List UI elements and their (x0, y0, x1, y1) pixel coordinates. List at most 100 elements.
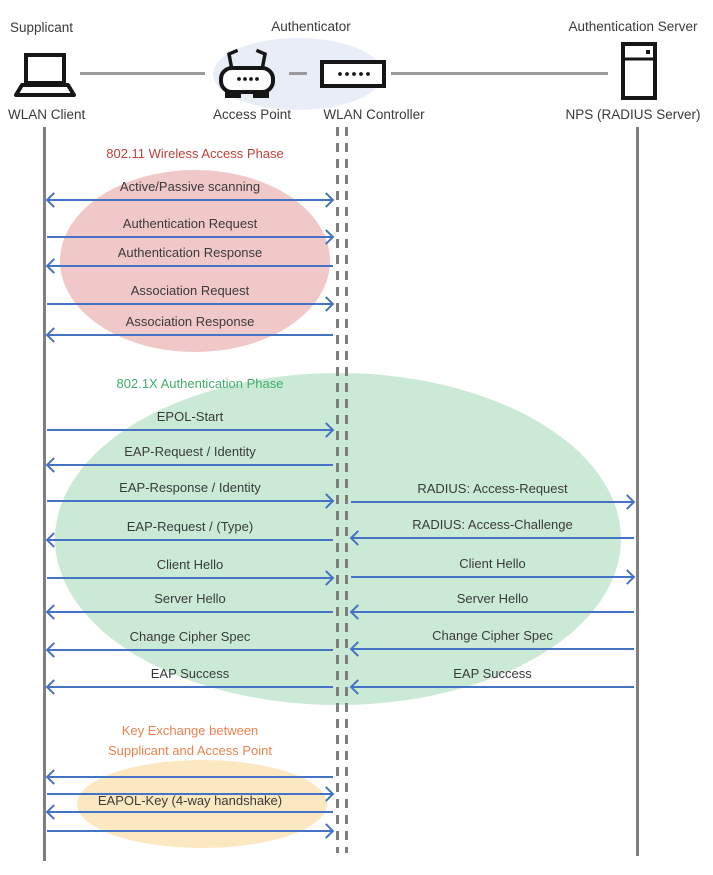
message-label: Authentication Response (117, 245, 263, 260)
lifeline-nps-server (636, 127, 639, 856)
message-label: Server Hello (154, 591, 226, 606)
arrow-shaft (47, 265, 333, 267)
server-icon (621, 42, 657, 100)
message-label: EAP-Request / Identity (124, 444, 256, 459)
arrow-shaft (47, 539, 333, 541)
arrowhead-left-icon (45, 604, 62, 620)
arrow-shaft (47, 611, 333, 613)
message-label: Active/Passive scanning (119, 179, 261, 194)
device-nps-radius-server: NPS (RADIUS Server) (565, 107, 701, 122)
lifeline-wlan-controller-left (336, 127, 339, 853)
phase2-title: 802.1X Authentication Phase (116, 376, 284, 391)
message-arrow: Server Hello (349, 591, 635, 620)
arrow-shaft (351, 576, 634, 578)
arrow-shaft (47, 830, 333, 832)
connector-ap-controller (289, 72, 307, 75)
arrowhead-left-icon (45, 642, 62, 658)
phase3-title-line1: Key Exchange between (121, 723, 259, 738)
arrowhead-right-icon (619, 494, 636, 510)
arrowhead-right-icon (318, 823, 335, 839)
message-arrow: RADIUS: Access-Challenge (349, 517, 635, 546)
message-label: EAP-Request / (Type) (126, 519, 254, 534)
arrow-shaft (47, 793, 333, 795)
message-arrow: Change Cipher Spec (349, 628, 635, 657)
message-arrow: EAPOL-Key (4-way handshake) (45, 793, 334, 820)
message-arrow: Authentication Response (45, 245, 334, 274)
message-arrow (45, 769, 334, 785)
arrow-shaft (47, 811, 333, 813)
arrow-shaft (47, 776, 333, 778)
laptop-icon (14, 53, 76, 97)
message-arrow: RADIUS: Access-Request (350, 481, 636, 510)
lifeline-wlan-controller-right (345, 127, 348, 853)
device-wlan-client: WLAN Client (8, 107, 86, 122)
phase1-title: 802.11 Wireless Access Phase (106, 146, 284, 161)
message-label: EAP-Response / Identity (119, 480, 261, 495)
arrowhead-right-icon (619, 569, 636, 585)
arrow-shaft (351, 686, 634, 688)
role-supplicant: Supplicant (10, 20, 74, 35)
message-label: Server Hello (456, 591, 529, 606)
arrow-shaft (47, 429, 333, 431)
message-arrow (46, 786, 335, 802)
message-label: Association Response (125, 314, 255, 329)
arrow-shaft (351, 537, 634, 539)
message-label: EAP Success (453, 666, 532, 681)
arrowhead-left-icon (45, 457, 62, 473)
message-arrow: Server Hello (45, 591, 334, 620)
phase3-title: Key Exchange between Supplicant and Acce… (108, 721, 272, 761)
arrow-shaft (47, 303, 333, 305)
message-label: EAPOL-Key (4-way handshake) (97, 793, 283, 808)
lifeline-wlan-client (43, 127, 46, 861)
message-arrow: EAP-Response / Identity (46, 480, 335, 509)
phase3-title-line2: Supplicant and Access Point (107, 743, 273, 758)
message-arrow: Client Hello (46, 557, 335, 586)
arrow-shaft (47, 334, 333, 336)
arrow-shaft (47, 500, 333, 502)
arrowhead-right-icon (318, 296, 335, 312)
message-label: Authentication Request (122, 216, 258, 231)
arrow-shaft (47, 199, 333, 201)
role-authenticator: Authenticator (271, 19, 351, 34)
message-arrow: EAP-Request / (Type) (45, 519, 334, 548)
message-arrow (46, 823, 335, 839)
message-label: RADIUS: Access-Challenge (412, 517, 573, 532)
arrowhead-right-icon (318, 192, 335, 208)
message-label: EAP Success (150, 666, 230, 681)
message-arrow: Change Cipher Spec (45, 629, 334, 658)
wlan-controller-icon (320, 60, 386, 88)
message-label: Client Hello (459, 556, 526, 571)
arrowhead-left-icon (45, 769, 62, 785)
arrow-shaft (47, 649, 333, 651)
message-label: Association Request (130, 283, 250, 298)
message-label: Client Hello (156, 557, 224, 572)
message-arrow: Association Response (45, 314, 334, 343)
arrow-shaft (47, 686, 333, 688)
message-label: Change Cipher Spec (129, 629, 251, 644)
message-label: RADIUS: Access-Request (417, 481, 568, 496)
message-arrow: Association Request (46, 283, 335, 312)
arrow-shaft (351, 648, 634, 650)
arrow-shaft (351, 611, 634, 613)
arrowhead-left-icon (45, 258, 62, 274)
arrowhead-left-icon (45, 192, 62, 208)
message-label: Change Cipher Spec (432, 628, 553, 643)
message-label: EPOL-Start (156, 409, 224, 424)
phase3-ellipse (77, 760, 327, 848)
message-arrow: EAP-Request / Identity (45, 444, 334, 473)
arrow-shaft (47, 236, 333, 238)
message-arrow: EAP Success (349, 666, 635, 695)
device-wlan-controller: WLAN Controller (323, 107, 425, 122)
message-arrow: EAP Success (45, 666, 334, 695)
arrow-shaft (47, 577, 333, 579)
arrow-shaft (351, 501, 634, 503)
access-point-icon (219, 48, 275, 98)
message-arrow: Client Hello (350, 556, 636, 585)
role-authentication-server: Authentication Server (568, 19, 698, 34)
device-access-point: Access Point (212, 107, 292, 122)
arrowhead-left-icon (45, 327, 62, 343)
message-arrow: Authentication Request (46, 216, 335, 245)
arrow-shaft (47, 464, 333, 466)
message-arrow: Active/Passive scanning (45, 179, 335, 208)
